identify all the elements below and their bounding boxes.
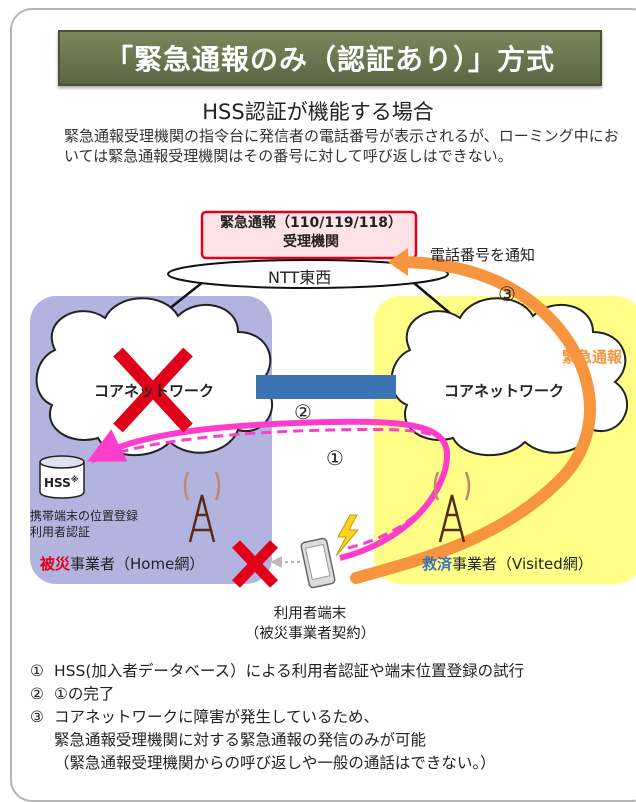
core-network-right-label: コアネットワーク xyxy=(444,382,565,400)
home-antenna-failure-x-icon xyxy=(232,540,278,588)
home-antenna-icon xyxy=(183,471,221,543)
step-3-marker: ③ xyxy=(498,282,516,306)
core-failure-x-icon xyxy=(113,347,193,433)
visited-antenna-icon xyxy=(433,471,471,543)
notify-number-label: 電話番号を通知 xyxy=(430,246,536,264)
hss-database-icon xyxy=(39,455,85,499)
lightning-icon xyxy=(335,514,360,557)
emergency-call-label: 緊急通報 xyxy=(562,348,623,366)
step-1-marker: ① xyxy=(326,446,344,470)
step-2-marker: ② xyxy=(294,400,312,424)
emergency-call-path xyxy=(350,256,596,584)
core-interconnect xyxy=(256,375,396,399)
ntt-label: NTT東西 xyxy=(268,268,332,287)
user-terminal-icon xyxy=(300,537,336,589)
slide-title: 「緊急通報のみ（認証あり）」方式 xyxy=(58,30,602,86)
psap-box xyxy=(200,210,418,260)
ntt-ellipse xyxy=(167,259,449,289)
home-operator-label: 被災事業者（Home網） xyxy=(40,555,205,573)
slide-subtitle: HSS認証が機能する場合 xyxy=(202,100,434,124)
hss-label: HSS※ xyxy=(44,475,79,490)
home-registration-label: 携帯端末の位置登録 利用者認証 xyxy=(30,509,139,539)
core-cloud-left xyxy=(35,297,274,456)
description-text: 緊急通報受理機関の指令台に発信者の電話番号が表示されるが、ローミング中においては… xyxy=(64,127,619,165)
failed-attach-arrowhead xyxy=(270,556,282,568)
user-terminal-label: 利用者端末 （被災事業者契約） xyxy=(244,606,376,642)
auth-path-solid xyxy=(87,418,450,561)
note-continuation: （緊急通報受理機関からの呼び返しや一般の通話はできない。） xyxy=(54,754,496,772)
auth-path-dashed xyxy=(91,427,451,550)
emergency-call-arrowhead xyxy=(388,248,408,276)
core-network-left-label: コアネットワーク xyxy=(94,382,215,400)
network-diagram xyxy=(30,210,636,589)
visited-operator-label: 救済事業者（Visited網） xyxy=(422,555,593,573)
note-continuation: 緊急通報受理機関に対する緊急通報の発信のみが可能 xyxy=(54,731,427,749)
psap-label: 緊急通報（110/119/118） 受理機関 xyxy=(220,215,402,250)
